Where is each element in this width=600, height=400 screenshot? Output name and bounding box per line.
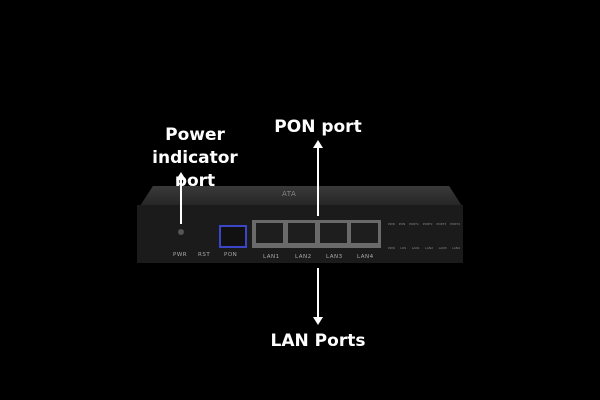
lan3-label: LAN3	[326, 254, 343, 260]
lan2-label: LAN2	[295, 254, 312, 260]
pon-arrow	[317, 148, 319, 216]
led-label: PWR	[388, 246, 395, 250]
pon-annotation: PON port	[274, 117, 362, 137]
led-label: LAN4	[452, 246, 460, 250]
power-arrow-head	[176, 172, 186, 180]
lan-arrow	[317, 268, 319, 318]
pwr-label: PWR	[173, 252, 188, 258]
led-label: LAN2	[425, 246, 434, 250]
device-top	[140, 186, 462, 206]
led-label: PORT3	[436, 222, 447, 226]
lan-arrow-head	[313, 317, 323, 325]
power-label-line1: Power	[165, 125, 225, 145]
lan1-label: LAN1	[263, 254, 280, 260]
led-label: LAN3	[438, 246, 447, 250]
power-arrow	[180, 180, 182, 224]
led-label: PORT1	[409, 222, 419, 226]
device-logo: ATA	[282, 190, 297, 198]
lan-port-2	[288, 223, 315, 243]
lan-port-4	[351, 223, 378, 243]
lan4-label: LAN4	[357, 254, 374, 260]
led-label: LAN1	[411, 246, 420, 250]
lan-annotation: LAN Ports	[270, 331, 366, 351]
rst-label: RST	[198, 252, 211, 258]
led-label: PON	[398, 222, 406, 226]
pon-arrow-head	[313, 140, 323, 148]
led-label: PORT2	[422, 222, 433, 226]
led-label: PORT4	[450, 222, 460, 226]
pon-label: PON	[224, 252, 238, 258]
lan-port-3	[320, 223, 347, 243]
lan-port-1	[256, 223, 283, 243]
power-port	[178, 229, 184, 235]
power-annotation: Power indicator port	[130, 124, 260, 193]
pon-port	[219, 225, 247, 248]
led-label: LOS	[400, 246, 407, 250]
led-label: PWR	[388, 222, 395, 226]
